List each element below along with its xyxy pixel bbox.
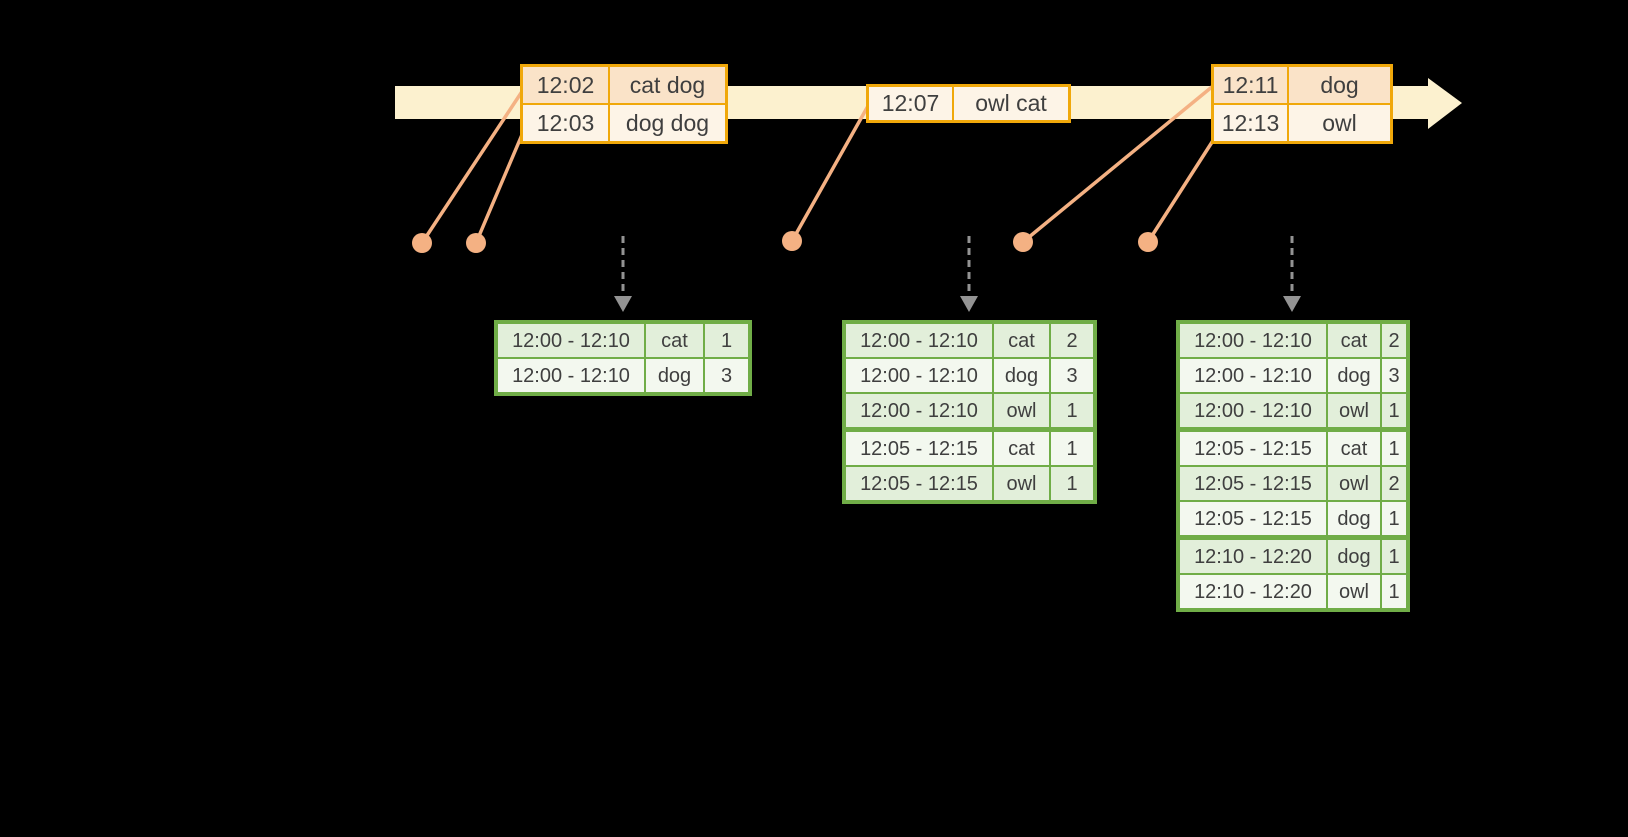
table-row: 12:10 - 12:20 dog 1 <box>1180 540 1406 573</box>
window-cell: 12:10 - 12:20 <box>1180 575 1326 608</box>
word-cell: cat <box>994 324 1049 357</box>
table-row: 12:00 - 12:10 dog 3 <box>1180 359 1406 392</box>
count-cell: 1 <box>1051 432 1093 465</box>
event-table-3: 12:11 dog 12:13 owl <box>1211 64 1393 144</box>
table-row: 12:00 - 12:10 cat 1 <box>498 324 748 357</box>
window-cell: 12:00 - 12:10 <box>846 359 992 392</box>
count-cell: 1 <box>1051 467 1093 500</box>
event-time-cell: 12:02 <box>523 67 608 103</box>
window-cell: 12:00 - 12:10 <box>498 324 644 357</box>
event-time-cell: 12:07 <box>869 87 952 120</box>
event-row: 12:13 owl <box>1214 105 1390 141</box>
event-marker-dot <box>466 233 486 253</box>
word-cell: cat <box>1328 324 1380 357</box>
event-marker-dot <box>782 231 802 251</box>
event-marker-dot <box>412 233 432 253</box>
event-connector-line <box>1146 138 1216 243</box>
event-connector-line <box>1021 84 1215 244</box>
event-row: 12:07 owl cat <box>869 87 1068 120</box>
table-row: 12:05 - 12:15 cat 1 <box>1180 432 1406 465</box>
event-time-cell: 12:03 <box>523 105 608 141</box>
count-cell: 1 <box>1382 502 1406 535</box>
word-cell: owl <box>994 394 1049 427</box>
event-words-cell: owl <box>1289 105 1390 141</box>
result-table-1: 12:00 - 12:10 cat 1 12:00 - 12:10 dog 3 <box>494 320 752 396</box>
word-cell: cat <box>994 432 1049 465</box>
event-table-1: 12:02 cat dog 12:03 dog dog <box>520 64 728 144</box>
word-cell: dog <box>1328 359 1380 392</box>
event-words-cell: dog <box>1289 67 1390 103</box>
count-cell: 2 <box>1382 467 1406 500</box>
word-cell: dog <box>994 359 1049 392</box>
trigger-arrow-icon <box>960 236 978 312</box>
word-cell: dog <box>1328 502 1380 535</box>
event-row: 12:03 dog dog <box>523 105 725 141</box>
window-cell: 12:05 - 12:15 <box>846 467 992 500</box>
word-cell: owl <box>1328 394 1380 427</box>
event-words-cell: dog dog <box>610 105 725 141</box>
window-cell: 12:05 - 12:15 <box>1180 432 1326 465</box>
event-connector-line <box>474 129 526 244</box>
count-cell: 1 <box>1382 394 1406 427</box>
count-cell: 1 <box>705 324 748 357</box>
result-table-2: 12:00 - 12:10 cat 2 12:00 - 12:10 dog 3 … <box>842 320 1097 504</box>
word-cell: cat <box>646 324 703 357</box>
window-cell: 12:05 - 12:15 <box>1180 502 1326 535</box>
table-row: 12:00 - 12:10 dog 3 <box>846 359 1093 392</box>
event-words-cell: owl cat <box>954 87 1068 120</box>
count-cell: 1 <box>1382 432 1406 465</box>
window-cell: 12:00 - 12:10 <box>1180 359 1326 392</box>
window-cell: 12:05 - 12:15 <box>1180 467 1326 500</box>
table-row: 12:00 - 12:10 dog 3 <box>498 359 748 392</box>
event-connector-line <box>420 89 525 244</box>
table-row: 12:00 - 12:10 cat 2 <box>1180 324 1406 357</box>
window-cell: 12:00 - 12:10 <box>1180 394 1326 427</box>
count-cell: 3 <box>1051 359 1093 392</box>
event-time-cell: 12:13 <box>1214 105 1287 141</box>
window-cell: 12:05 - 12:15 <box>846 432 992 465</box>
event-table-2: 12:07 owl cat <box>866 84 1071 123</box>
event-row: 12:11 dog <box>1214 67 1390 103</box>
trigger-arrow-icon <box>1283 236 1301 312</box>
table-row: 12:00 - 12:10 owl 1 <box>846 394 1093 427</box>
count-cell: 3 <box>705 359 748 392</box>
window-cell: 12:00 - 12:10 <box>1180 324 1326 357</box>
window-cell: 12:00 - 12:10 <box>846 324 992 357</box>
table-row: 12:05 - 12:15 owl 1 <box>846 467 1093 500</box>
count-cell: 1 <box>1051 394 1093 427</box>
table-row: 12:00 - 12:10 owl 1 <box>1180 394 1406 427</box>
event-marker-dot <box>1013 232 1033 252</box>
word-cell: owl <box>994 467 1049 500</box>
result-table-3: 12:00 - 12:10 cat 2 12:00 - 12:10 dog 3 … <box>1176 320 1410 612</box>
trigger-arrow-icon <box>614 236 632 312</box>
table-row: 12:05 - 12:15 dog 1 <box>1180 502 1406 535</box>
timeline-arrowhead-icon <box>1428 78 1462 129</box>
event-connector-line <box>790 105 870 242</box>
event-time-cell: 12:11 <box>1214 67 1287 103</box>
window-cell: 12:10 - 12:20 <box>1180 540 1326 573</box>
count-cell: 2 <box>1051 324 1093 357</box>
table-row: 12:05 - 12:15 owl 2 <box>1180 467 1406 500</box>
word-cell: cat <box>1328 432 1380 465</box>
word-cell: dog <box>1328 540 1380 573</box>
event-words-cell: cat dog <box>610 67 725 103</box>
event-row: 12:02 cat dog <box>523 67 725 103</box>
word-cell: owl <box>1328 467 1380 500</box>
word-cell: owl <box>1328 575 1380 608</box>
count-cell: 3 <box>1382 359 1406 392</box>
table-row: 12:05 - 12:15 cat 1 <box>846 432 1093 465</box>
table-row: 12:00 - 12:10 cat 2 <box>846 324 1093 357</box>
count-cell: 1 <box>1382 540 1406 573</box>
event-marker-dot <box>1138 232 1158 252</box>
table-row: 12:10 - 12:20 owl 1 <box>1180 575 1406 608</box>
count-cell: 1 <box>1382 575 1406 608</box>
count-cell: 2 <box>1382 324 1406 357</box>
window-cell: 12:00 - 12:10 <box>846 394 992 427</box>
window-cell: 12:00 - 12:10 <box>498 359 644 392</box>
word-cell: dog <box>646 359 703 392</box>
